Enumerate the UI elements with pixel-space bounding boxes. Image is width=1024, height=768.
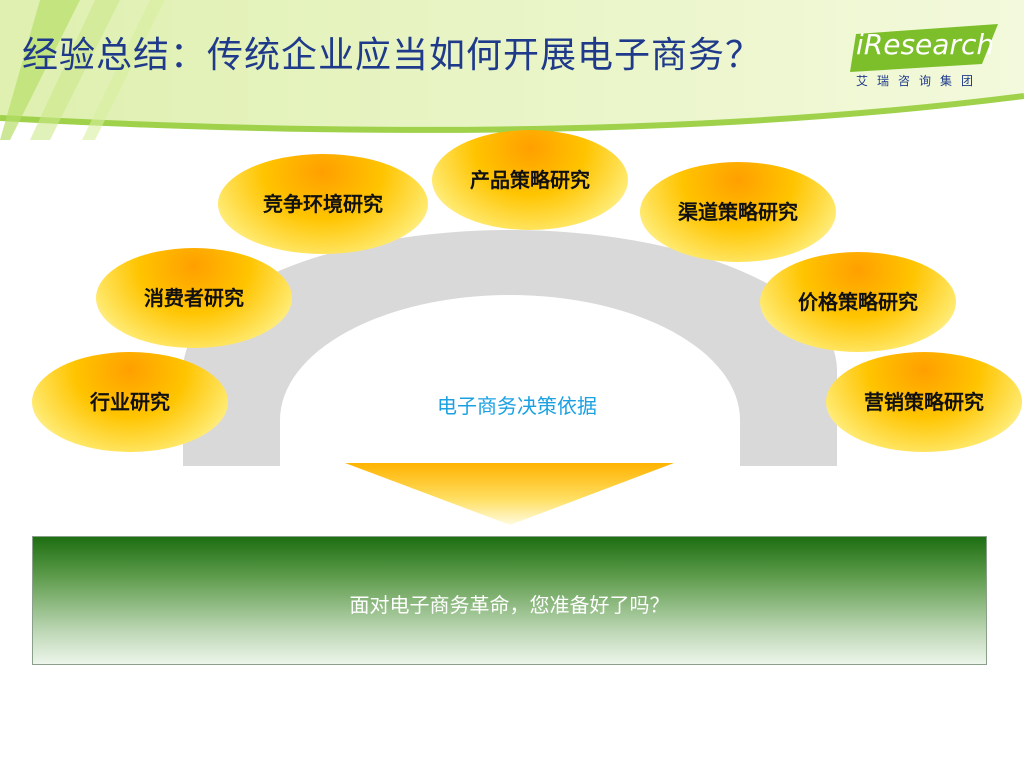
node-channel-strategy: 渠道策略研究 [640, 162, 836, 262]
node-price-strategy: 价格策略研究 [760, 252, 956, 352]
logo-text: iResearch [856, 28, 995, 61]
node-consumer-research: 消费者研究 [96, 248, 292, 348]
down-arrow [345, 463, 674, 525]
node-product-strategy: 产品策略研究 [432, 130, 628, 230]
node-competition-research: 竞争环境研究 [218, 154, 428, 254]
result-text: 面对电子商务革命，您准备好了吗？ [349, 593, 670, 617]
node-marketing-strategy: 营销策略研究 [826, 352, 1022, 452]
iresearch-logo [850, 24, 998, 72]
page-title: 经验总结：传统企业应当如何开展电子商务？ [22, 35, 763, 76]
result-box: 面对电子商务革命，您准备好了吗？ [32, 536, 987, 665]
node-industry-research: 行业研究 [32, 352, 228, 452]
center-label: 电子商务决策依据 [437, 394, 597, 418]
logo-subtitle: 艾瑞咨询集团 [856, 74, 983, 88]
header-banner [0, 0, 1024, 140]
